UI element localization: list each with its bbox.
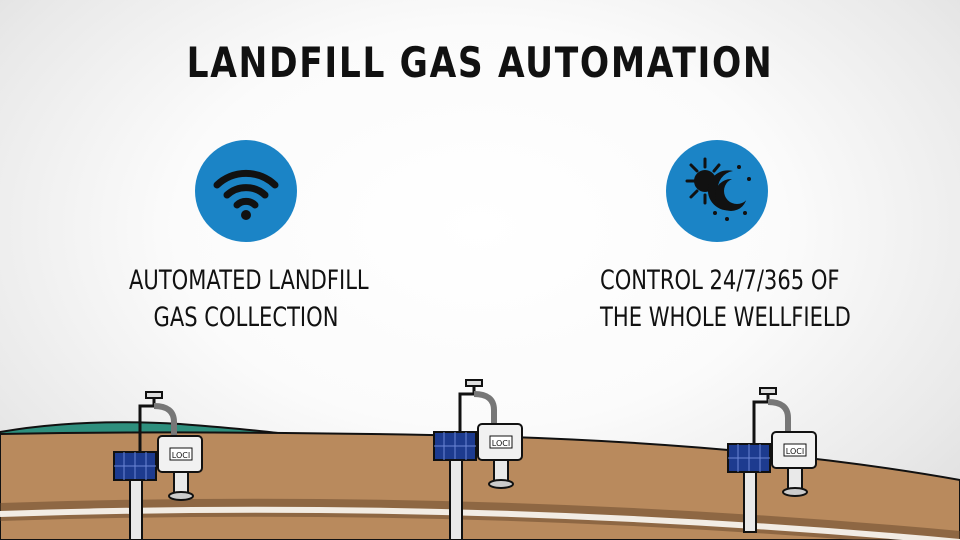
day-night-icon: [666, 140, 768, 242]
caption-line: GAS COLLECTION: [153, 302, 339, 333]
device-label: LOCI: [172, 451, 190, 460]
feature-caption: AUTOMATED LANDFILL GAS COLLECTION: [129, 262, 369, 336]
feature-caption: CONTROL 24/7/365 OF THE WHOLE WELLFIELD: [600, 262, 851, 336]
feature-automated-collection: AUTOMATED LANDFILL GAS COLLECTION: [96, 140, 396, 336]
feature-control-24-7: CONTROL 24/7/365 OF THE WHOLE WELLFIELD: [567, 140, 867, 336]
caption-line: CONTROL 24/7/365 OF: [600, 265, 840, 296]
page-title: LANDFILL GAS AUTOMATION: [186, 38, 774, 87]
device-label: LOCI: [492, 439, 510, 448]
gas-wellhead-device: LOCI: [433, 379, 523, 540]
device-label: LOCI: [786, 447, 804, 456]
gas-wellhead-device: LOCI: [727, 387, 817, 533]
wifi-icon: [195, 140, 297, 242]
caption-line: THE WHOLE WELLFIELD: [600, 302, 851, 333]
caption-line: AUTOMATED LANDFILL: [129, 265, 369, 296]
gas-wellhead-device: LOCI: [113, 391, 203, 540]
